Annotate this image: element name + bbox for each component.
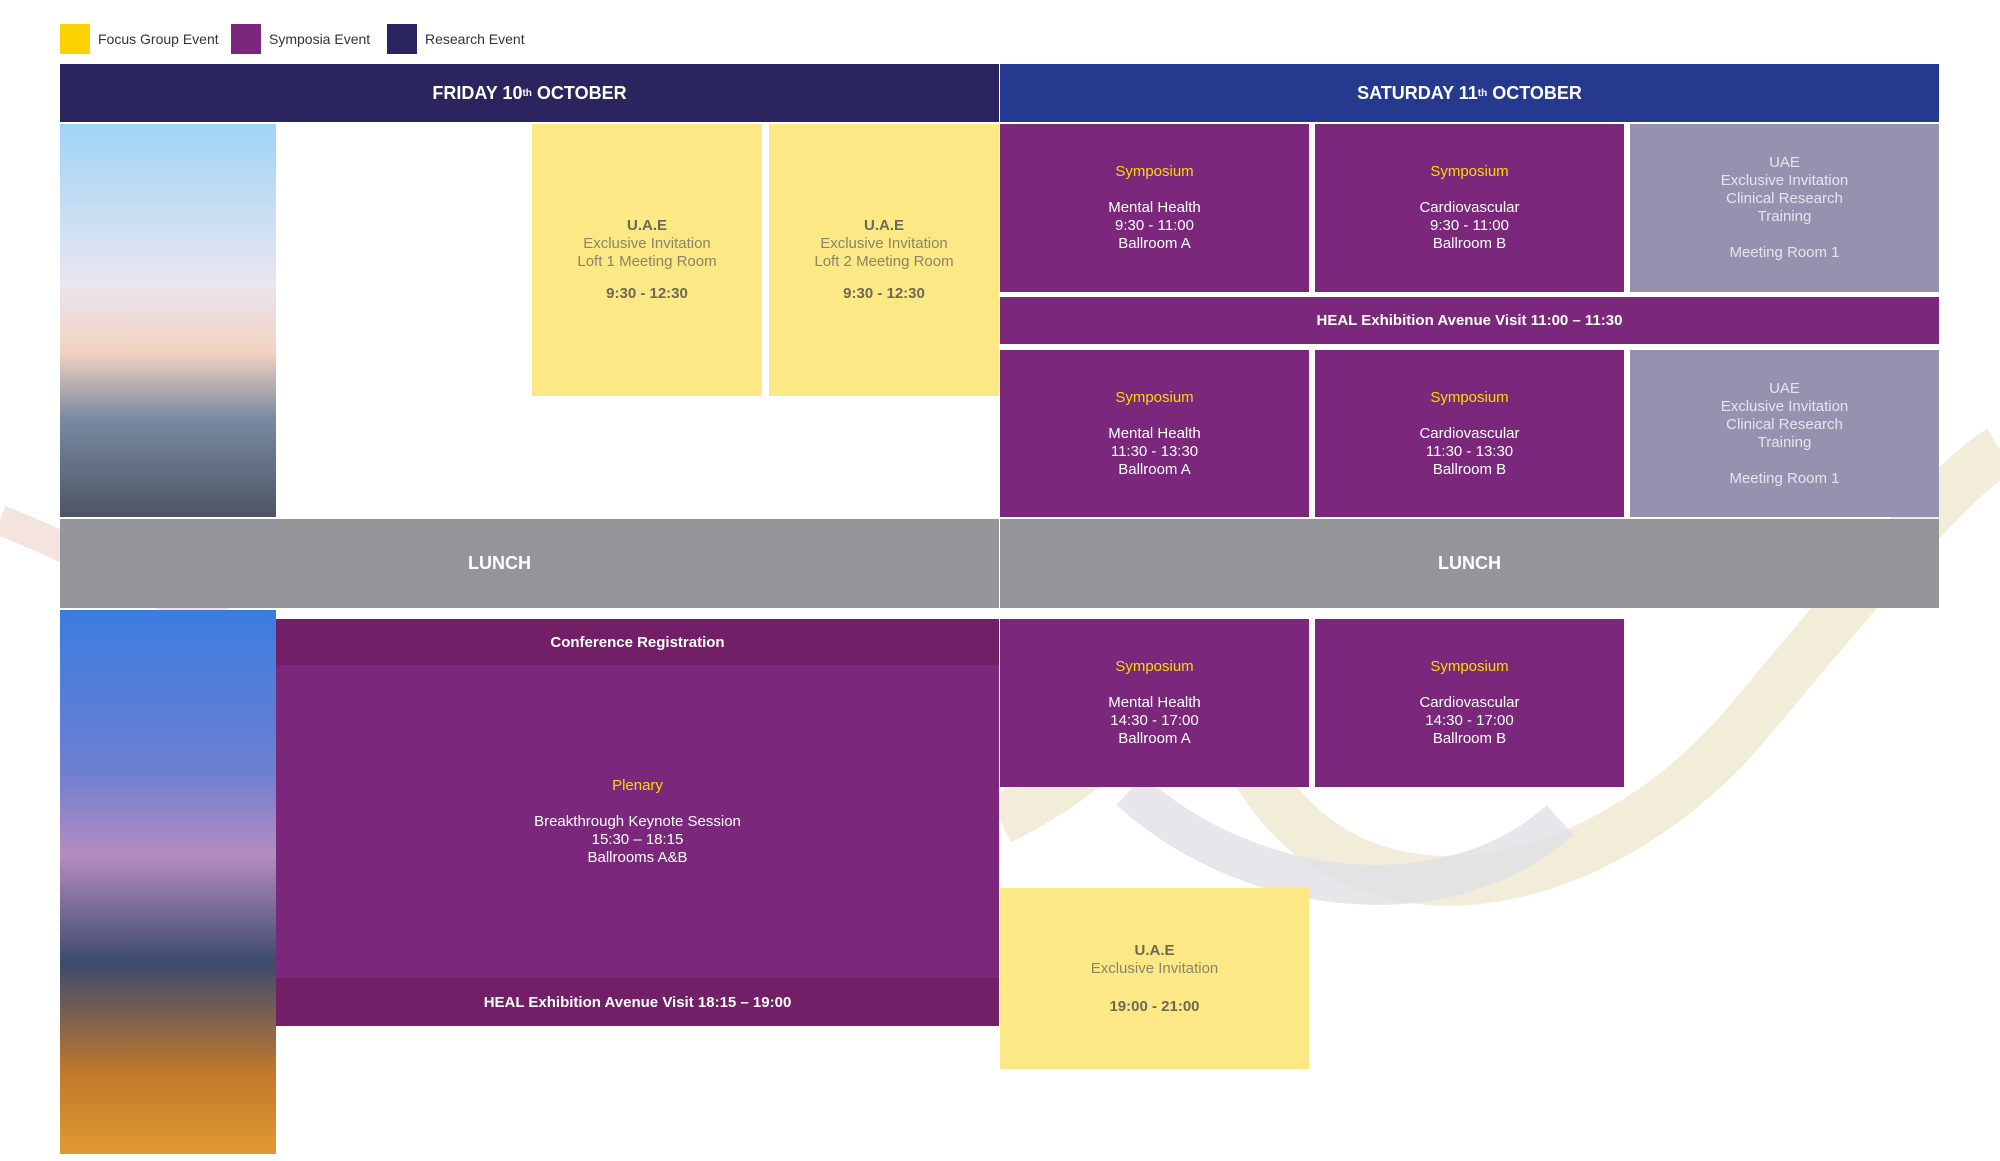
focus-group-evening[interactable]: U.A.E Exclusive Invitation 19:00 - 21:00 bbox=[1000, 888, 1309, 1069]
event-topic: Cardiovascular bbox=[1419, 424, 1520, 442]
event-title: U.A.E bbox=[1134, 941, 1175, 959]
lunch-label: LUNCH bbox=[1438, 553, 1501, 573]
focus-group-loft2[interactable]: U.A.E Exclusive Invitation Loft 2 Meetin… bbox=[769, 124, 999, 396]
event-room: Ballroom B bbox=[1432, 460, 1507, 478]
saturday-exhibition-visit[interactable]: HEAL Exhibition Avenue Visit 11:00 – 11:… bbox=[1000, 297, 1939, 344]
event-room: Meeting Room 1 bbox=[1729, 244, 1840, 261]
symposium-mental-health-midday[interactable]: Symposium Mental Health 11:30 - 13:30 Ba… bbox=[1000, 350, 1309, 517]
event-kind: Plenary bbox=[612, 776, 663, 794]
event-time: 11:30 - 13:30 bbox=[1425, 442, 1514, 460]
dubai-skyline-photo-morning bbox=[60, 124, 276, 517]
event-time: 9:30 - 11:00 bbox=[1430, 217, 1509, 234]
event-kind: Symposium bbox=[1430, 163, 1509, 180]
legend-swatch-yellow bbox=[60, 24, 90, 54]
friday-lunch: LUNCH bbox=[60, 519, 999, 608]
event-line: Exclusive Invitation bbox=[583, 235, 711, 252]
event-title: U.A.E bbox=[626, 217, 667, 234]
dubai-skyline-photo-evening bbox=[60, 610, 276, 1154]
symposium-mental-health-am[interactable]: Symposium Mental Health 9:30 - 11:00 Bal… bbox=[1000, 124, 1309, 292]
event-line: Clinical Research bbox=[1726, 190, 1843, 207]
day-suffix: th bbox=[522, 87, 532, 99]
event-time: 14:30 - 17:00 bbox=[1110, 712, 1199, 729]
event-line: Exclusive Invitation bbox=[1090, 959, 1219, 977]
legend-focus-group: Focus Group Event bbox=[60, 24, 219, 54]
conference-registration[interactable]: Conference Registration bbox=[276, 619, 999, 665]
event-time: 14:30 - 17:00 bbox=[1425, 712, 1514, 729]
legend-label: Focus Group Event bbox=[98, 31, 219, 47]
legend-symposia: Symposia Event bbox=[231, 24, 370, 54]
friday-exhibition-visit[interactable]: HEAL Exhibition Avenue Visit 18:15 – 19:… bbox=[276, 978, 999, 1026]
event-time: 19:00 - 21:00 bbox=[1109, 997, 1200, 1015]
saturday-lunch: LUNCH bbox=[1000, 519, 1939, 608]
legend-swatch-navy bbox=[387, 24, 417, 54]
event-time: 9:30 - 12:30 bbox=[843, 285, 925, 302]
event-room: Ballroom A bbox=[1118, 460, 1191, 478]
event-title: U.A.E bbox=[863, 217, 904, 234]
event-line: Exclusive Invitation bbox=[820, 235, 948, 252]
event-room: Ballrooms A&B bbox=[587, 848, 688, 866]
day-label: SATURDAY 11 bbox=[1357, 82, 1478, 103]
bar-label: HEAL Exhibition Avenue Visit 11:00 – 11:… bbox=[1316, 312, 1623, 329]
event-time: 11:30 - 13:30 bbox=[1110, 442, 1199, 460]
event-room: Loft 1 Meeting Room bbox=[577, 253, 717, 270]
symposium-cardiovascular-am[interactable]: Symposium Cardiovascular 9:30 - 11:00 Ba… bbox=[1315, 124, 1624, 292]
event-line: Training bbox=[1757, 433, 1812, 451]
event-room: Meeting Room 1 bbox=[1729, 469, 1840, 487]
event-room: Ballroom A bbox=[1118, 235, 1191, 252]
bar-label: Conference Registration bbox=[550, 633, 725, 651]
month-label: OCTOBER bbox=[1487, 82, 1582, 103]
lunch-label: LUNCH bbox=[468, 553, 531, 573]
event-kind: Symposium bbox=[1115, 658, 1194, 675]
symposium-mental-health-pm[interactable]: Symposium Mental Health 14:30 - 17:00 Ba… bbox=[1000, 619, 1309, 787]
event-room: Ballroom B bbox=[1432, 730, 1507, 747]
legend-label: Research Event bbox=[425, 31, 525, 47]
event-kind: Symposium bbox=[1430, 388, 1509, 406]
event-line: Exclusive Invitation bbox=[1720, 172, 1849, 189]
event-topic: Cardiovascular bbox=[1419, 199, 1520, 216]
event-room: Ballroom B bbox=[1432, 235, 1507, 252]
day-suffix: th bbox=[1477, 87, 1488, 99]
legend-research: Research Event bbox=[387, 24, 525, 54]
event-topic: Mental Health bbox=[1108, 424, 1201, 442]
event-topic: Cardiovascular bbox=[1419, 694, 1520, 711]
month-label: OCTOBER bbox=[531, 82, 627, 103]
focus-group-loft1[interactable]: U.A.E Exclusive Invitation Loft 1 Meetin… bbox=[532, 124, 762, 396]
symposium-cardiovascular-midday[interactable]: Symposium Cardiovascular 11:30 - 13:30 B… bbox=[1315, 350, 1624, 517]
event-line: UAE bbox=[1769, 379, 1800, 397]
legend-label: Symposia Event bbox=[269, 31, 371, 47]
event-title: Breakthrough Keynote Session bbox=[534, 812, 741, 830]
event-room: Loft 2 Meeting Room bbox=[814, 253, 954, 270]
event-time: 9:30 - 12:30 bbox=[606, 285, 688, 302]
event-line: Clinical Research bbox=[1726, 415, 1843, 433]
plenary-keynote-session[interactable]: Plenary Breakthrough Keynote Session 15:… bbox=[276, 665, 999, 978]
event-kind: Symposium bbox=[1430, 658, 1509, 675]
symposium-cardiovascular-pm[interactable]: Symposium Cardiovascular 14:30 - 17:00 B… bbox=[1315, 619, 1624, 787]
event-time: 9:30 - 11:00 bbox=[1115, 217, 1194, 234]
event-line: Exclusive Invitation bbox=[1720, 397, 1849, 415]
research-training-1[interactable]: UAE Exclusive Invitation Clinical Resear… bbox=[1630, 124, 1939, 292]
event-topic: Mental Health bbox=[1108, 199, 1201, 216]
bar-label: HEAL Exhibition Avenue Visit 18:15 – 19:… bbox=[483, 993, 792, 1011]
event-topic: Mental Health bbox=[1108, 694, 1201, 711]
event-line: UAE bbox=[1769, 154, 1800, 171]
event-time: 15:30 – 18:15 bbox=[591, 830, 684, 848]
event-line: Training bbox=[1757, 208, 1812, 225]
research-training-2[interactable]: UAE Exclusive Invitation Clinical Resear… bbox=[1630, 350, 1939, 517]
event-room: Ballroom A bbox=[1118, 730, 1191, 747]
event-kind: Symposium bbox=[1115, 163, 1194, 180]
event-kind: Symposium bbox=[1115, 388, 1194, 406]
legend-swatch-purple bbox=[231, 24, 261, 54]
day-label: FRIDAY 10 bbox=[432, 82, 523, 103]
